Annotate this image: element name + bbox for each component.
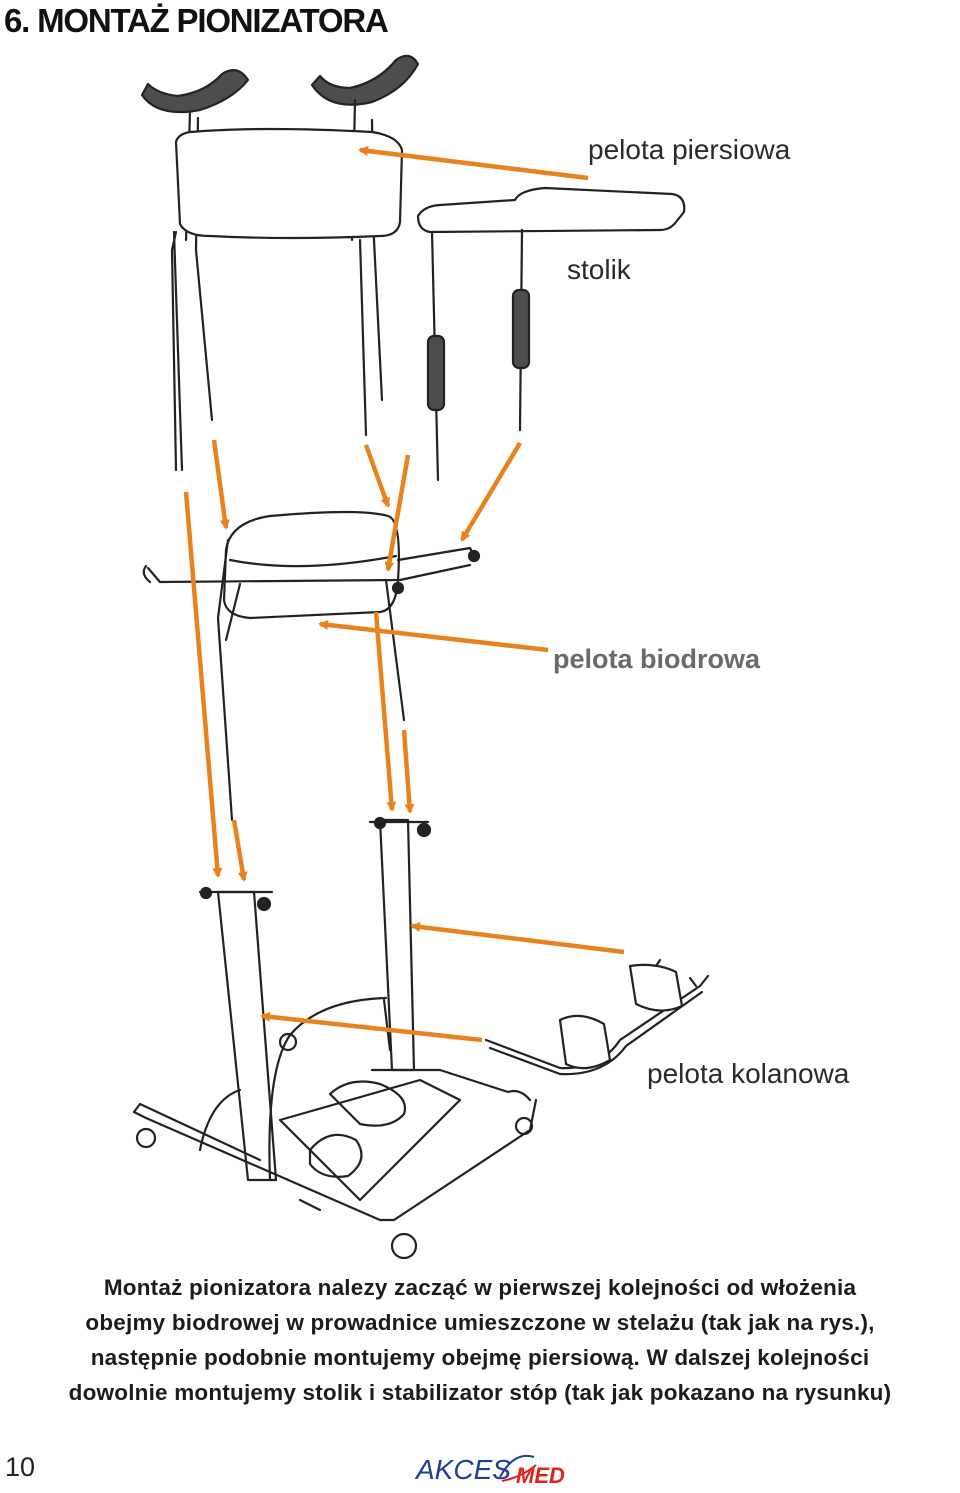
instruction-line: Montaż pionizatora nalezy zacząć w pierw… bbox=[103, 1275, 857, 1300]
page-heading: 6. MONTAŻ PIONIZATORA bbox=[4, 2, 389, 39]
label-table: stolik bbox=[567, 254, 631, 285]
logo-text-med: MED bbox=[516, 1463, 565, 1488]
label-hip-pad: pelota biodrowa bbox=[553, 644, 761, 674]
knee-pad-part bbox=[484, 958, 710, 1076]
frame-part bbox=[132, 816, 538, 1260]
armrest-left-icon bbox=[140, 69, 250, 114]
label-knee-pad: pelota kolanowa bbox=[647, 1058, 850, 1089]
label-chest-pad: pelota piersiowa bbox=[588, 134, 791, 165]
chest-pad-part bbox=[140, 54, 420, 472]
table-clamp-left-icon bbox=[426, 334, 446, 412]
page-number: 10 bbox=[5, 1452, 36, 1482]
armrest-right-icon bbox=[310, 54, 420, 106]
instruction-line: następnie podobnie montujemy obejmę pier… bbox=[90, 1345, 870, 1370]
instruction-paragraph: Montaż pionizatora nalezy zacząć w pierw… bbox=[0, 1270, 960, 1410]
instruction-line: dowolnie montujemy stolik i stabilizator… bbox=[68, 1380, 892, 1405]
table-clamp-right-icon bbox=[511, 288, 531, 370]
instruction-line: obejmy biodrowej w prowadnice umieszczon… bbox=[85, 1310, 875, 1335]
table-part bbox=[416, 186, 686, 482]
hip-pad-part bbox=[142, 510, 481, 822]
stander-assembly-illustration bbox=[132, 54, 710, 1260]
akcesmed-logo: AKCES MED bbox=[414, 1454, 565, 1488]
logo-text-akces: AKCES bbox=[414, 1454, 511, 1485]
assembly-arrows bbox=[183, 146, 625, 1043]
